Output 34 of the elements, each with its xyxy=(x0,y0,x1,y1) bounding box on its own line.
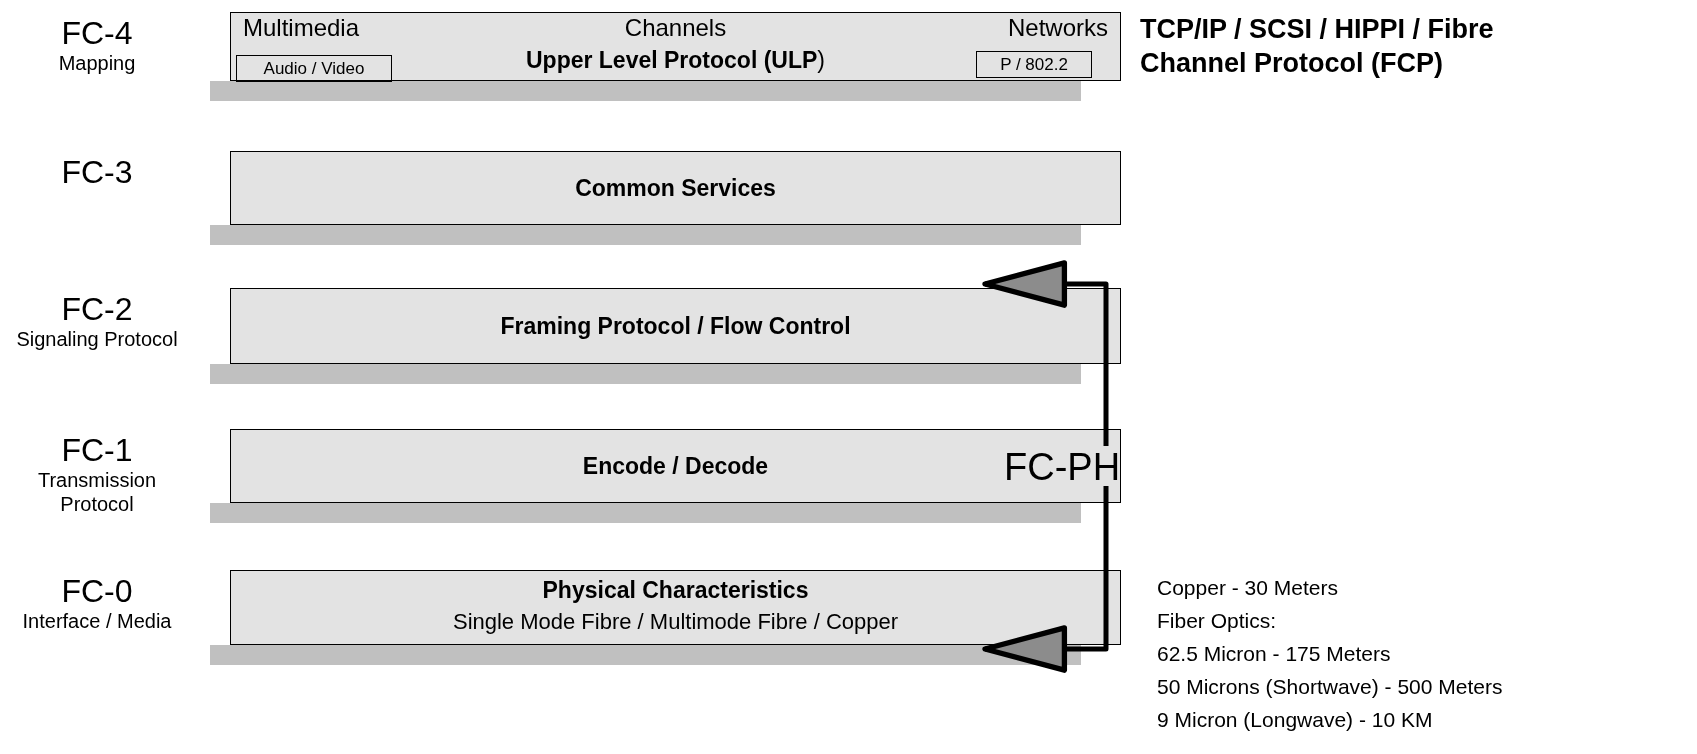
layer-title: Framing Protocol / Flow Control xyxy=(500,313,851,340)
layer-band xyxy=(230,12,1121,81)
distance-note: 50 Microns (Shortwave) - 500 Meters xyxy=(1157,675,1503,699)
layer-description: Signaling Protocol xyxy=(15,327,179,351)
protocol-list: TCP/IP / SCSI / HIPPI / Fibre Channel Protocol (FCP) xyxy=(1140,12,1570,80)
layer-subtitle: Multimedia xyxy=(243,14,360,42)
layer-band xyxy=(230,429,1121,503)
distance-note: 9 Micron (Longwave) - 10 KM xyxy=(1157,708,1433,732)
layer-number: FC-1 xyxy=(60,432,134,468)
layer-band xyxy=(230,570,1121,645)
arrow xyxy=(982,486,1109,673)
protocol-tag: Audio / Video xyxy=(236,55,392,82)
distance-note: Copper - 30 Meters xyxy=(1157,576,1338,600)
layer-subtitle: Channels xyxy=(624,14,727,42)
layer-number: FC-0 xyxy=(60,573,134,609)
distance-note: 62.5 Micron - 175 Meters xyxy=(1157,642,1391,666)
layer-title: Upper Level Protocol (ULP) xyxy=(526,47,825,74)
layer-number: FC-4 xyxy=(60,15,134,51)
layer-title: Physical Characteristics xyxy=(542,577,809,604)
protocol-tag: P / 802.2 xyxy=(976,51,1092,78)
layer-number: FC-3 xyxy=(60,154,134,190)
layer-subtitle: Single Mode Fibre / Multimode Fibre / Copper xyxy=(452,609,899,635)
layer-description: Interface / Media xyxy=(21,609,173,633)
layer-number: FC-2 xyxy=(60,291,134,327)
layer-title: Encode / Decode xyxy=(582,453,769,480)
layer-band xyxy=(230,151,1121,225)
distance-note: Fiber Optics: xyxy=(1157,609,1277,633)
layer-group-label: FC-PH xyxy=(1004,447,1119,487)
layer-description: Mapping xyxy=(57,51,137,75)
layer-subtitle: Networks xyxy=(1007,14,1108,42)
arrow xyxy=(982,260,1109,446)
layer-description: Transmission Protocol xyxy=(36,468,158,516)
layer-band xyxy=(230,288,1121,364)
layer-title: Common Services xyxy=(575,175,776,202)
